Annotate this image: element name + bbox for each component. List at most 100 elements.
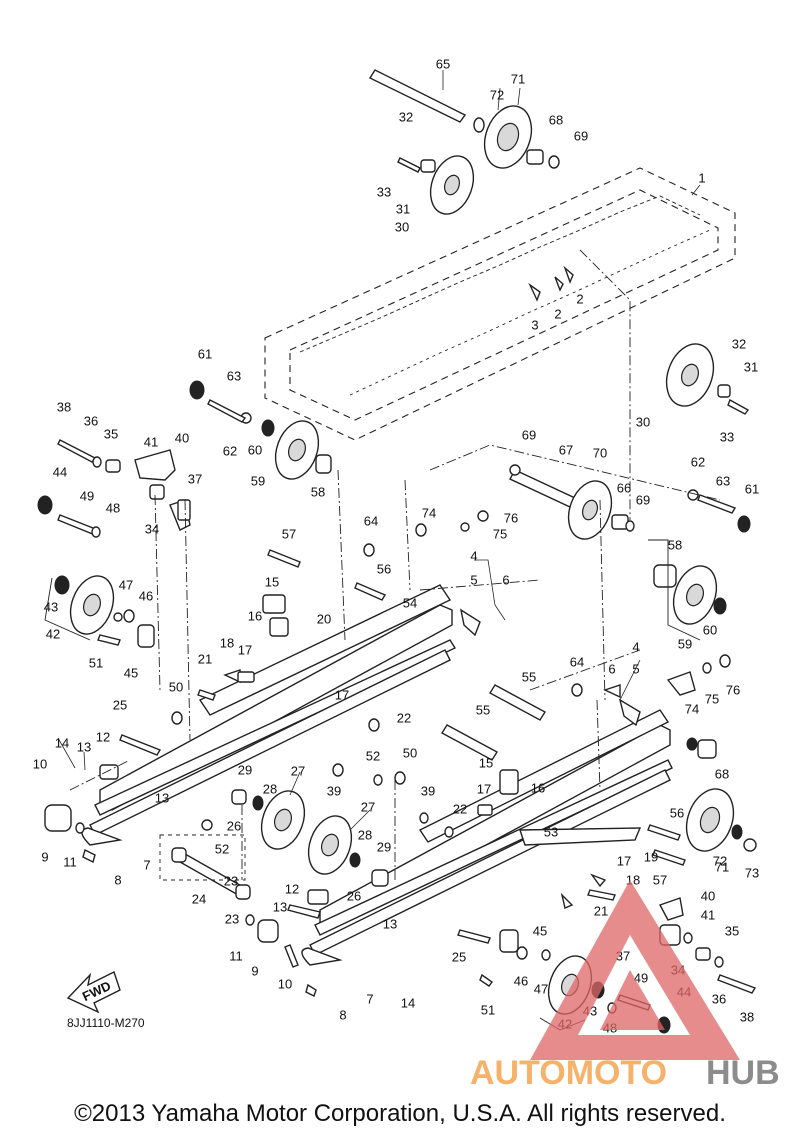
callout: 2 <box>576 291 583 306</box>
callout: 50 <box>403 745 417 760</box>
copyright-notice: ©2013 Yamaha Motor Corporation, U.S.A. A… <box>74 1100 726 1127</box>
callout: 4 <box>632 639 639 654</box>
callout: 46 <box>139 588 153 603</box>
callout: 64 <box>364 513 378 528</box>
callout: 14 <box>55 735 69 750</box>
callout: 47 <box>534 981 548 996</box>
callout: 9 <box>251 963 258 978</box>
axle-55b <box>441 724 498 761</box>
callout: 36 <box>84 413 98 428</box>
callout: 59 <box>678 636 692 651</box>
callout: 65 <box>436 56 450 71</box>
callout: 69 <box>574 128 588 143</box>
callout: 51 <box>89 655 103 670</box>
callout: 60 <box>248 442 262 457</box>
callout: 74 <box>685 701 699 716</box>
callout: 17 <box>477 781 491 796</box>
callout: 8 <box>114 872 121 887</box>
callout: 31 <box>744 359 758 374</box>
callout: 74 <box>422 505 436 520</box>
callout: 14 <box>401 995 415 1010</box>
callout: 12 <box>96 729 110 744</box>
callout: 37 <box>188 471 202 486</box>
callout: 45 <box>124 665 138 680</box>
callout: 26 <box>347 888 361 903</box>
callout: 55 <box>476 702 490 717</box>
callout: 29 <box>377 839 391 854</box>
callout: 10 <box>33 756 47 771</box>
callout: 70 <box>593 445 607 460</box>
callout: 23 <box>224 873 238 888</box>
callout: 25 <box>452 949 466 964</box>
callout: 52 <box>215 841 229 856</box>
callout: 58 <box>668 537 682 552</box>
callout: 11 <box>229 948 243 963</box>
idler-wheel-27-left <box>260 790 306 850</box>
callout: 10 <box>278 976 292 991</box>
callout: 23 <box>225 911 239 926</box>
callout: 40 <box>701 888 715 903</box>
callout: 35 <box>104 426 118 441</box>
idler-wheel-70 <box>567 480 613 540</box>
callout: 7 <box>366 991 373 1006</box>
callout: 33 <box>377 184 391 199</box>
callout: 56 <box>377 561 391 576</box>
callout: 28 <box>263 781 277 796</box>
callout: 61 <box>198 346 212 361</box>
callout: 13 <box>77 739 91 754</box>
callout: 53 <box>544 824 558 839</box>
callout: 72 <box>490 87 504 102</box>
callout: 43 <box>44 599 58 614</box>
callout: 69 <box>636 492 650 507</box>
callout: 17 <box>238 642 252 657</box>
callout: 49 <box>80 488 94 503</box>
idler-wheel-59-left <box>274 420 320 480</box>
callout: 8 <box>339 1007 346 1022</box>
callout: 5 <box>632 661 639 676</box>
callout: 40 <box>175 430 189 445</box>
leader-lines <box>57 70 701 831</box>
callout: 63 <box>227 368 241 383</box>
left-rail-tip <box>81 827 123 846</box>
callout: 20 <box>317 611 331 626</box>
idler-wheel-59-right <box>672 565 718 625</box>
callout: 58 <box>311 484 325 499</box>
callout: 6 <box>502 572 509 587</box>
callout: 68 <box>549 112 563 127</box>
callout: 66 <box>617 480 631 495</box>
callout: 17 <box>617 853 631 868</box>
callout: 39 <box>327 783 341 798</box>
callout: 76 <box>504 510 518 525</box>
callout: 12 <box>285 881 299 896</box>
callout: 51 <box>481 1002 495 1017</box>
callout: 1 <box>698 170 705 185</box>
callout: 5 <box>470 572 477 587</box>
callout: 38 <box>740 1009 754 1024</box>
callout: 68 <box>715 766 729 781</box>
right-rail-tip <box>301 947 343 966</box>
callout: 22 <box>397 710 411 725</box>
left-slide-rail <box>89 584 457 836</box>
callout: 71 <box>715 859 729 874</box>
callout: 39 <box>421 783 435 798</box>
idler-wheel-71-right <box>685 788 735 852</box>
callout: 13 <box>383 916 397 931</box>
idler-wheel-27-center <box>307 815 353 875</box>
callout: 21 <box>594 903 608 918</box>
callout: 63 <box>716 473 730 488</box>
callout: 29 <box>238 762 252 777</box>
callout: 71 <box>511 71 525 86</box>
callout: 18 <box>220 635 234 650</box>
track-belt <box>264 167 736 441</box>
diagram-code: 8JJ1110-M270 <box>67 1016 145 1030</box>
callout: 47 <box>119 577 133 592</box>
callout: 55 <box>522 669 536 684</box>
callout: 7 <box>143 857 150 872</box>
callout: 17 <box>335 687 349 702</box>
callout: 16 <box>248 608 262 623</box>
callout: 48 <box>106 500 120 515</box>
callout: 31 <box>396 201 410 216</box>
axle-55a <box>489 684 546 721</box>
callout: 4 <box>470 548 477 563</box>
